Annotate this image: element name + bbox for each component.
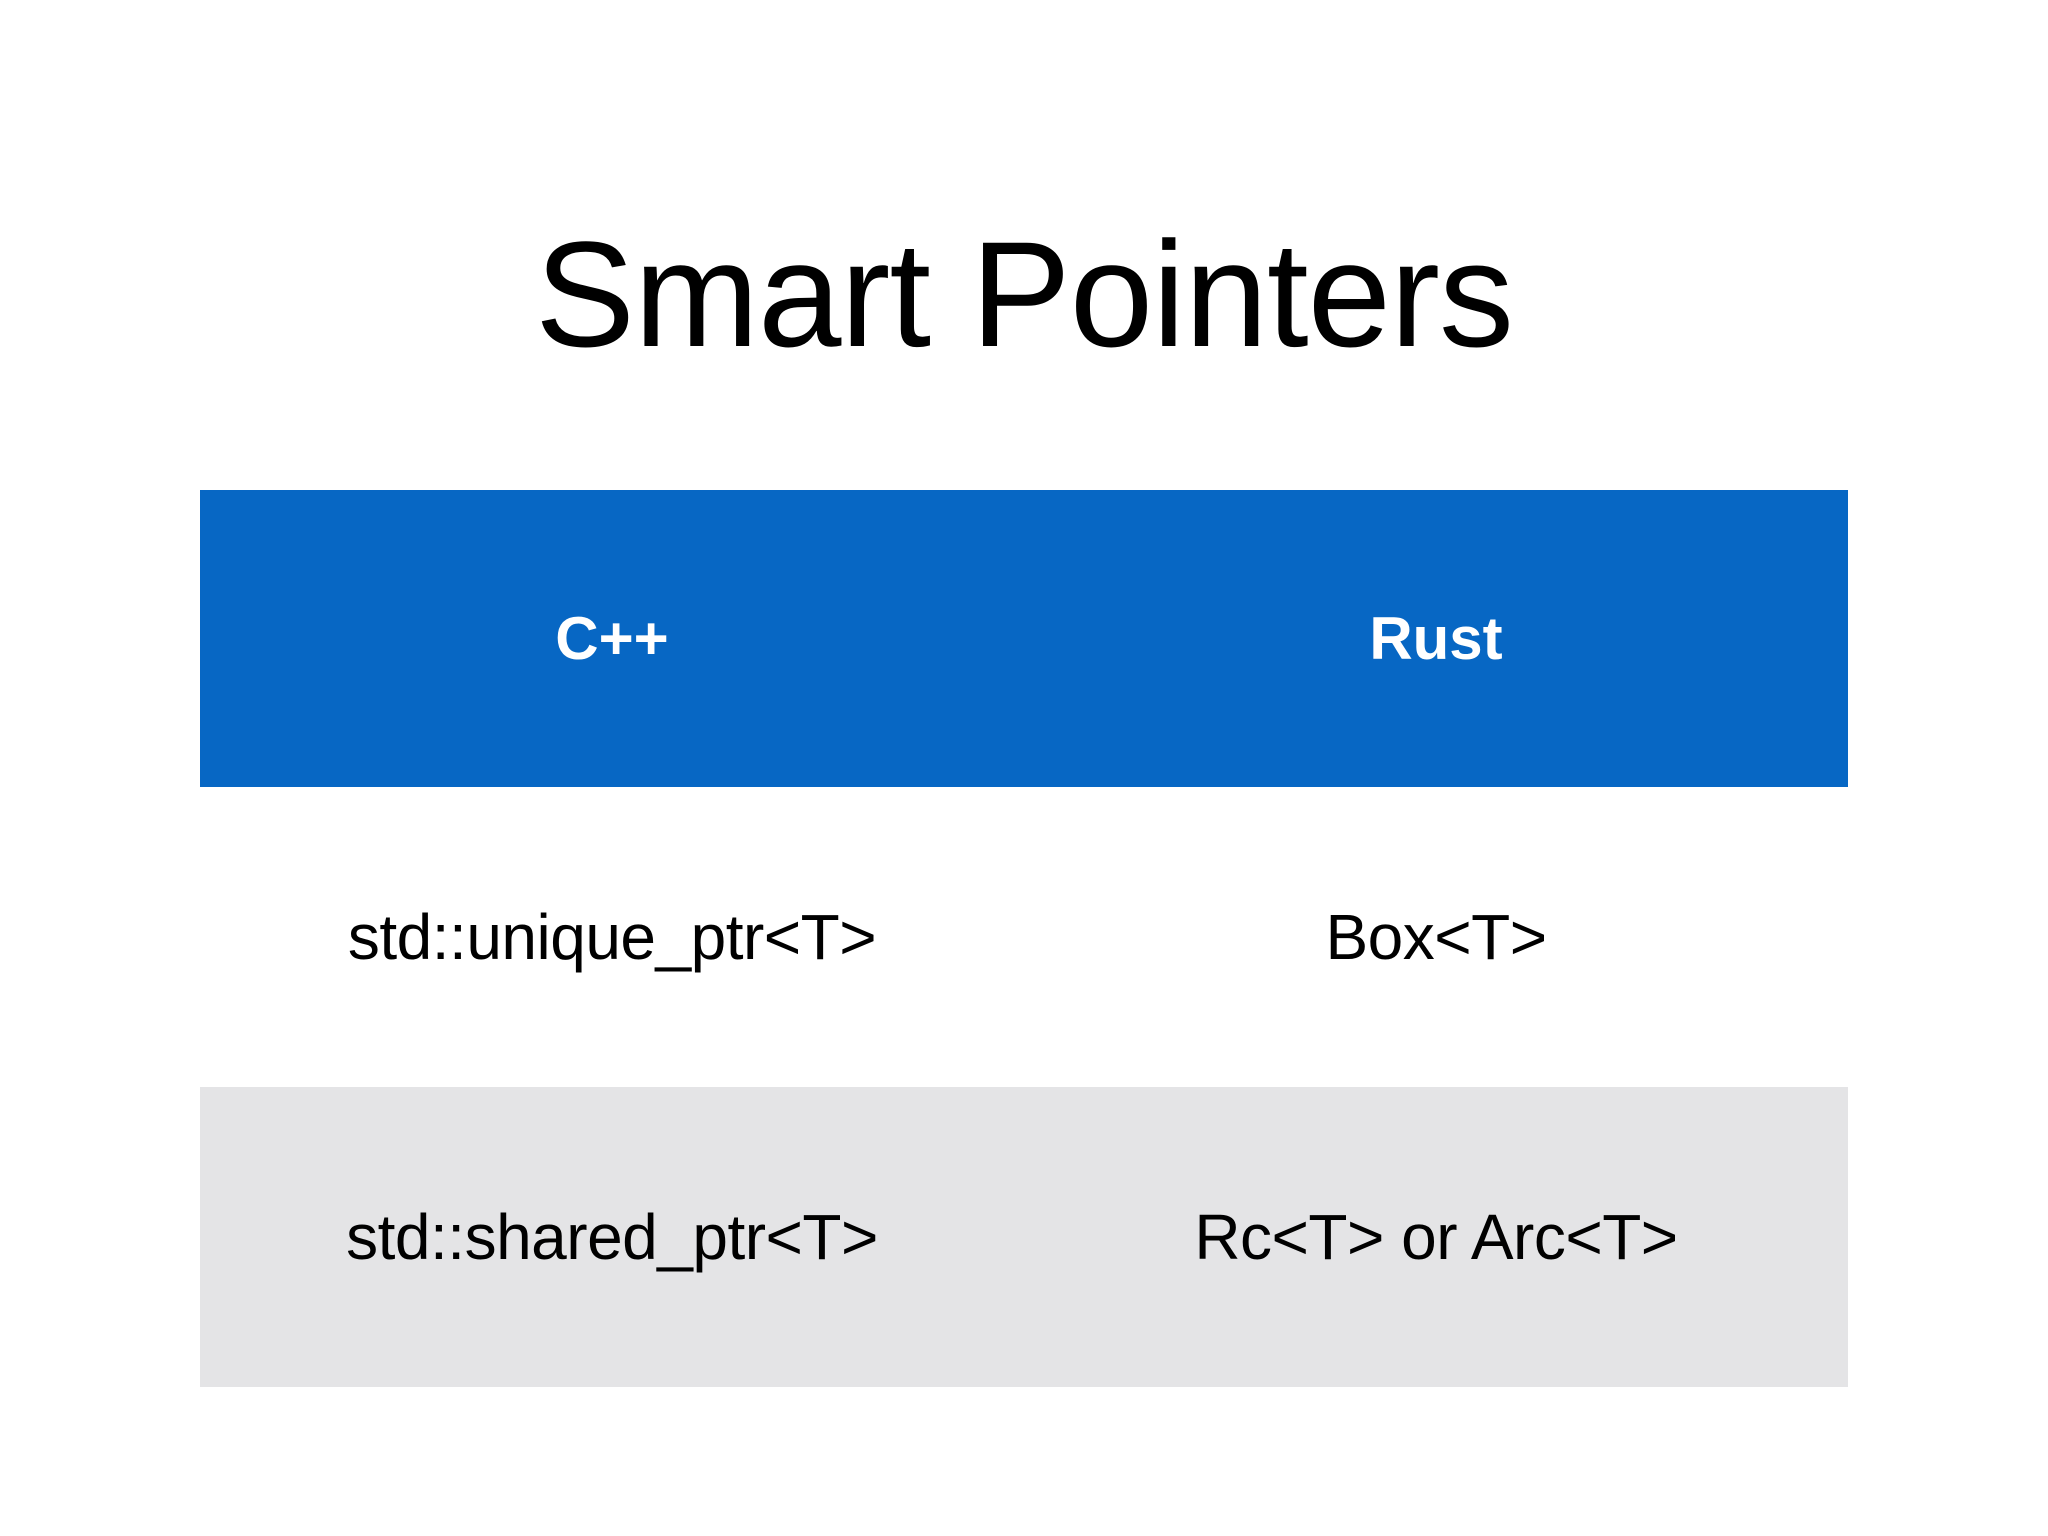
page-title: Smart Pointers	[535, 209, 1514, 378]
cell-rust-box: Box<T>	[1325, 901, 1547, 973]
column-header-cpp: C++	[555, 605, 669, 672]
table-header-row: C++ Rust	[200, 490, 1848, 787]
column-header-rust: Rust	[1369, 605, 1503, 672]
cell-rust-rc-arc: Rc<T> or Arc<T>	[1194, 1201, 1678, 1273]
table-row: std::shared_ptr<T> Rc<T> or Arc<T>	[200, 1087, 1848, 1387]
cell-cpp-unique-ptr: std::unique_ptr<T>	[347, 901, 877, 973]
smart-pointers-comparison-table: C++ Rust std::unique_ptr<T> Box<T> std::…	[200, 490, 1848, 1387]
cell-cpp-shared-ptr: std::shared_ptr<T>	[346, 1201, 878, 1273]
table-header: C++ Rust	[200, 490, 1848, 787]
table-row: std::unique_ptr<T> Box<T>	[200, 787, 1848, 1087]
table-body: std::unique_ptr<T> Box<T> std::shared_pt…	[200, 787, 1848, 1387]
